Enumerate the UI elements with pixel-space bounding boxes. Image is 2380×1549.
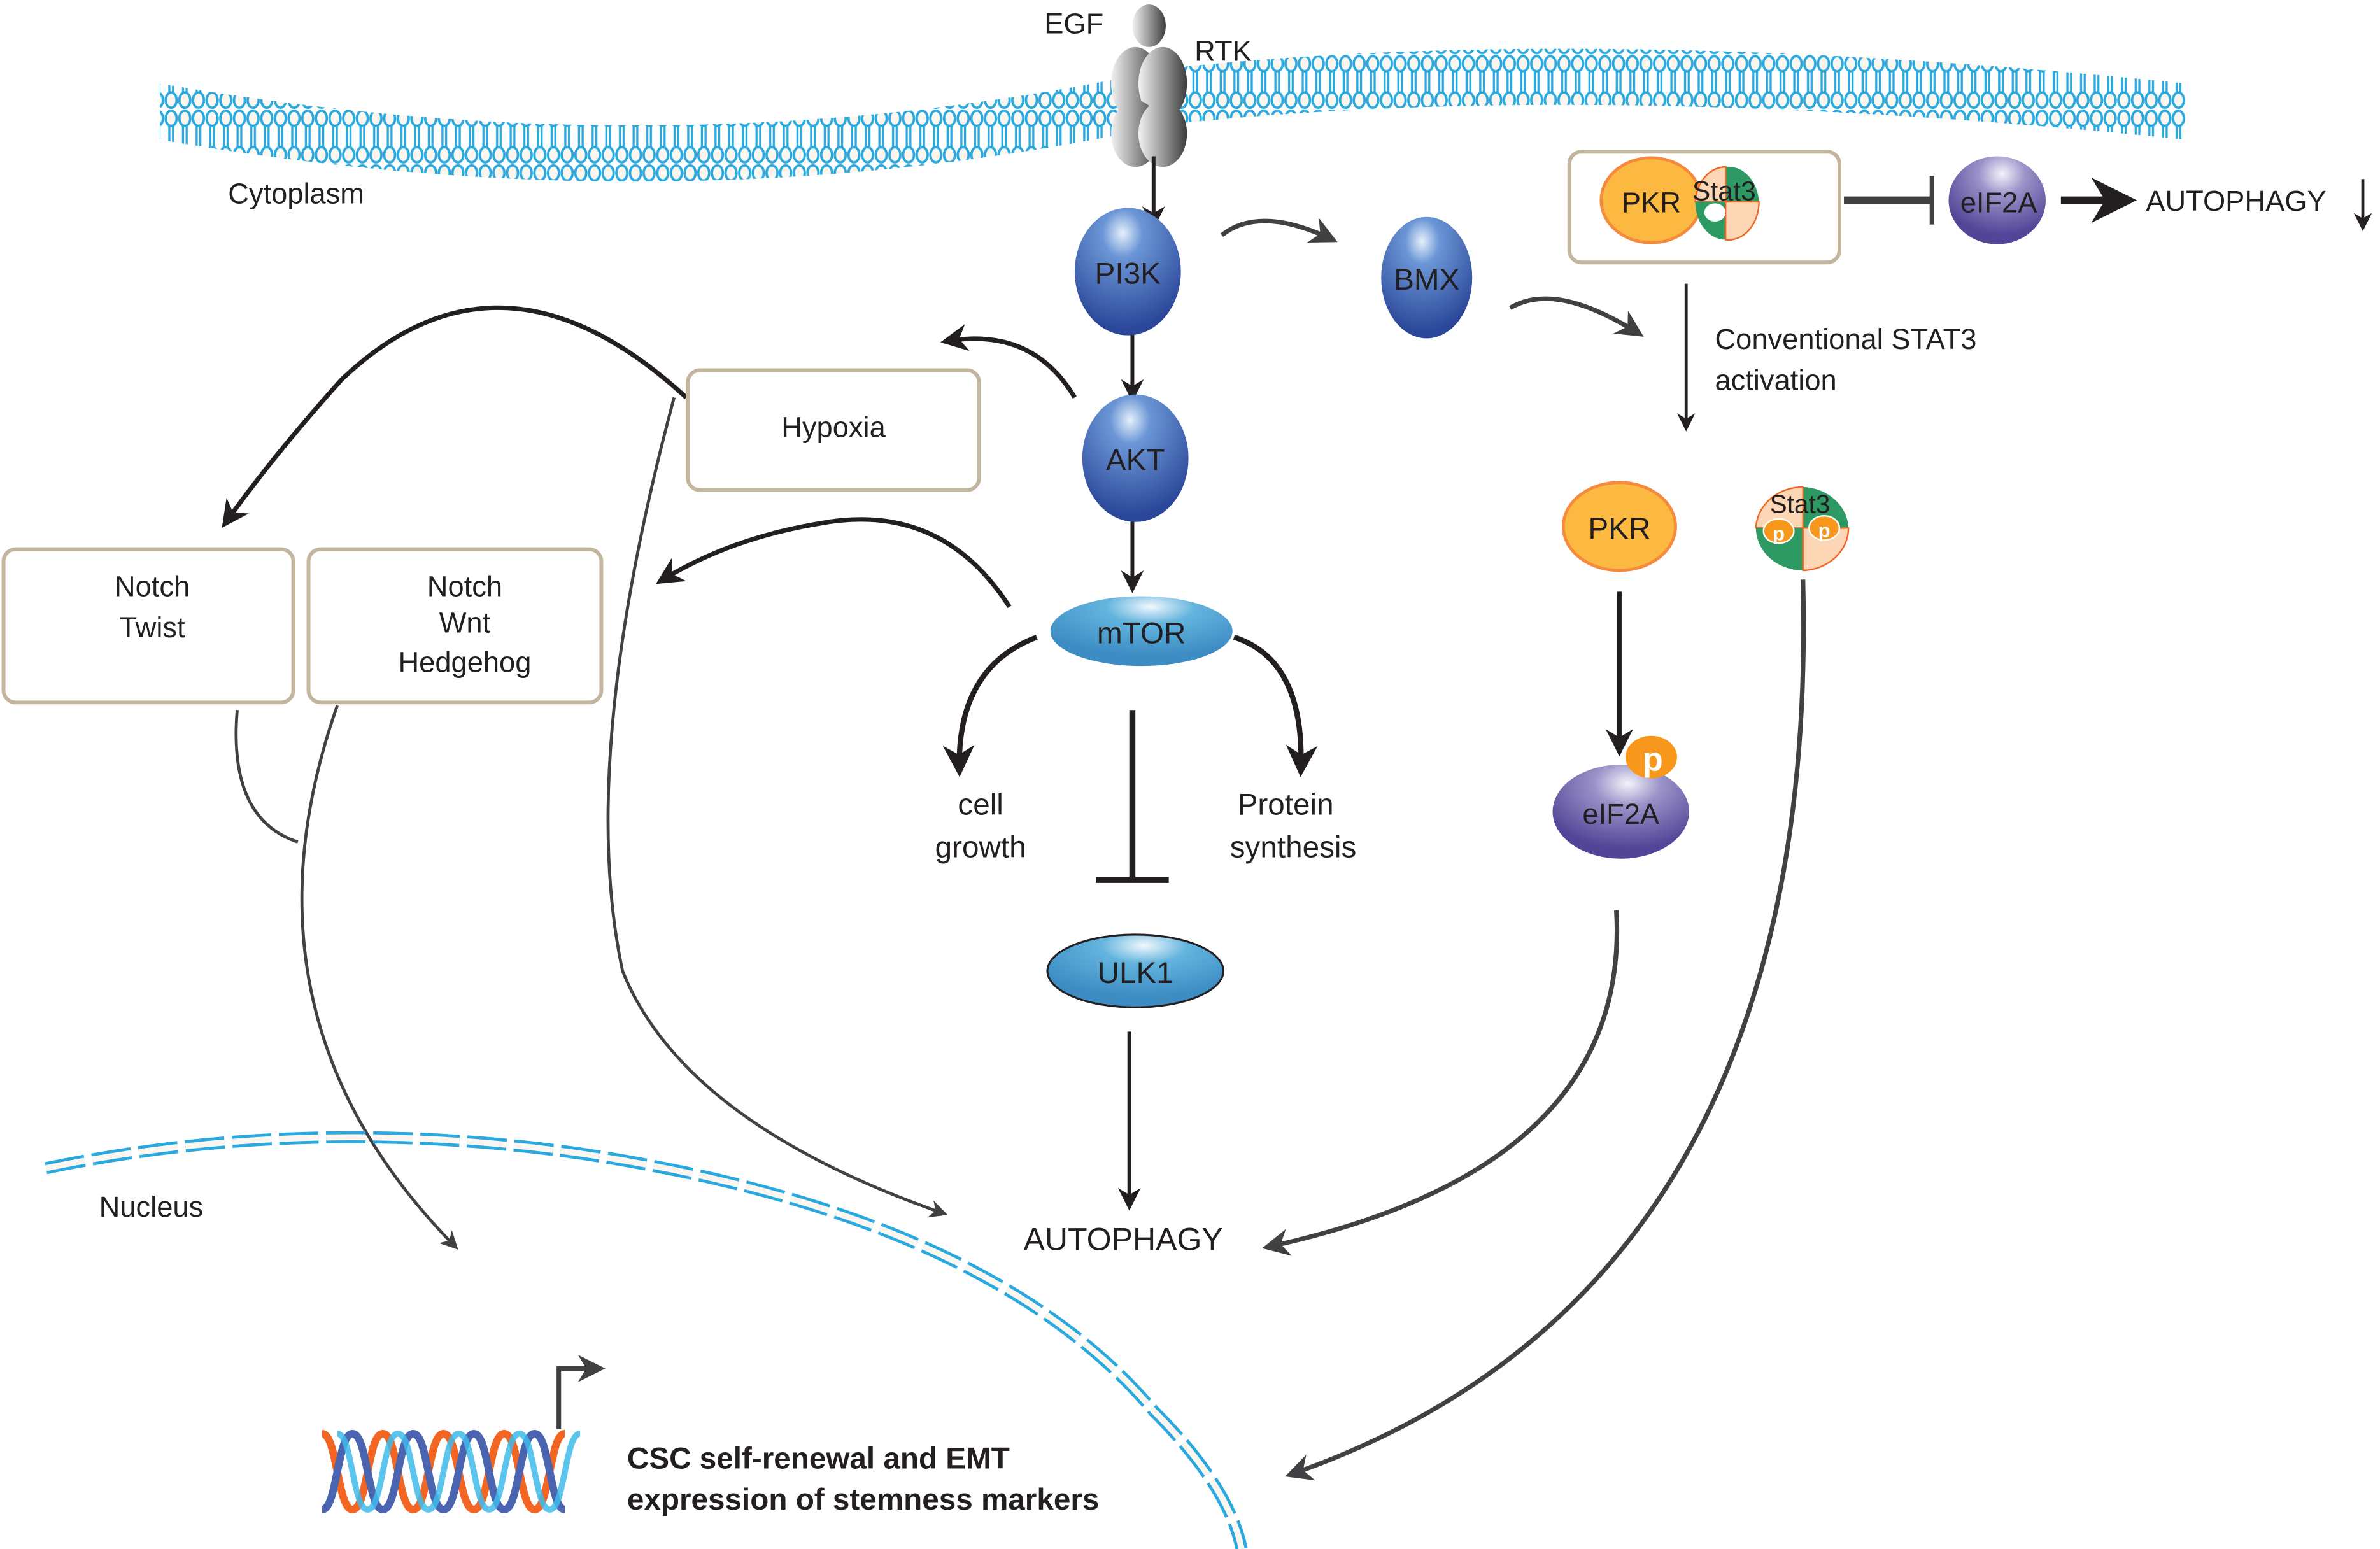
- arrow-eif2a-autophagy-main: [1262, 910, 1620, 1256]
- svg-text:ULK1: ULK1: [1098, 956, 1173, 990]
- pkr-stat3-complex: PKR Stat3: [1567, 150, 1841, 265]
- svg-text:mTOR: mTOR: [1097, 616, 1186, 650]
- arrow-bmx-stat3: [1508, 296, 1644, 337]
- arrow-hypoxia-notch-twist: [222, 305, 688, 528]
- egf-ligand: [1132, 4, 1166, 47]
- cytoplasm-label: Cytoplasm: [228, 177, 364, 209]
- protein-synthesis-label-2: synthesis: [1230, 830, 1357, 864]
- rtk-receptor: [1111, 4, 1187, 167]
- arrow-mtor-cell-growth: [942, 634, 1038, 777]
- dna-helix-icon: [320, 1429, 581, 1514]
- phospho-icon: p: [1762, 518, 1795, 544]
- notch-twist-box: Notch Twist: [1, 547, 295, 705]
- stat3-dimer-icon: [1694, 166, 1760, 241]
- phospho-icon: p: [1625, 735, 1677, 779]
- phospho-icon: p: [1808, 515, 1841, 542]
- mtor-node: mTOR: [1050, 596, 1233, 667]
- svg-text:Twist: Twist: [120, 611, 186, 644]
- egf-label: EGF: [1044, 7, 1103, 39]
- svg-text:p: p: [1643, 742, 1663, 779]
- cell-growth-label-1: cell: [958, 788, 1003, 822]
- svg-text:p: p: [1818, 520, 1831, 542]
- hypoxia-box: Hypoxia: [686, 368, 981, 492]
- csc-label-2: expression of stemness markers: [627, 1483, 1099, 1517]
- svg-text:Stat3: Stat3: [1692, 176, 1756, 207]
- eif2a-phospho-node: eIF2A p: [1552, 735, 1689, 859]
- svg-text:eIF2A: eIF2A: [1960, 187, 2038, 219]
- arrow-stat3-nucleus: [1285, 579, 1806, 1481]
- stat3-phospho-dimer: p p Stat3: [1755, 486, 1850, 572]
- arrow-hypoxia-autophagy: [606, 397, 948, 1218]
- transcription-start-icon: [556, 1354, 606, 1429]
- autophagy-top-label: AUTOPHAGY: [2146, 185, 2326, 217]
- connector-notch-twist: [234, 710, 299, 844]
- pkr-free-node: PKR: [1561, 481, 1677, 572]
- pi3k-node: PI3K: [1074, 208, 1181, 336]
- conventional-label-2: activation: [1715, 364, 1837, 396]
- conventional-label-1: Conventional STAT3: [1715, 323, 1977, 355]
- svg-text:Stat3: Stat3: [1770, 489, 1831, 518]
- svg-text:Hypoxia: Hypoxia: [781, 411, 886, 443]
- svg-text:Notch: Notch: [115, 570, 190, 603]
- bmx-node: BMX: [1381, 216, 1473, 339]
- nucleus-label: Nucleus: [99, 1191, 204, 1223]
- autophagy-main-label: AUTOPHAGY: [1024, 1222, 1223, 1257]
- svg-text:Wnt: Wnt: [439, 607, 491, 639]
- cell-growth-label-2: growth: [935, 830, 1026, 864]
- svg-text:Notch: Notch: [427, 570, 502, 603]
- ulk1-node: ULK1: [1046, 933, 1224, 1008]
- svg-text:PI3K: PI3K: [1095, 257, 1161, 291]
- eif2a-top-node: eIF2A: [1948, 156, 2046, 244]
- svg-text:PKR: PKR: [1622, 187, 1681, 219]
- svg-text:Hedgehog: Hedgehog: [398, 646, 531, 679]
- csc-label-1: CSC self-renewal and EMT: [627, 1442, 1010, 1476]
- arrow-akt-hypoxia: [940, 324, 1077, 399]
- svg-text:PKR: PKR: [1588, 512, 1650, 546]
- akt-node: AKT: [1082, 394, 1189, 522]
- svg-text:p: p: [1773, 522, 1785, 544]
- rtk-label: RTK: [1194, 34, 1252, 67]
- arrow-pi3k-bmx: [1220, 218, 1338, 243]
- arrow-notch-nucleus: [300, 705, 458, 1250]
- protein-synthesis-label-1: Protein: [1238, 788, 1334, 822]
- svg-text:AKT: AKT: [1106, 444, 1165, 477]
- arrow-mtor-protein-synthesis: [1233, 634, 1318, 777]
- svg-text:BMX: BMX: [1394, 263, 1459, 297]
- arrow-mtor-notch-wnt: [656, 517, 1012, 609]
- svg-text:eIF2A: eIF2A: [1582, 798, 1660, 830]
- notch-wnt-hedgehog-box: Notch Wnt Hedgehog: [306, 547, 604, 705]
